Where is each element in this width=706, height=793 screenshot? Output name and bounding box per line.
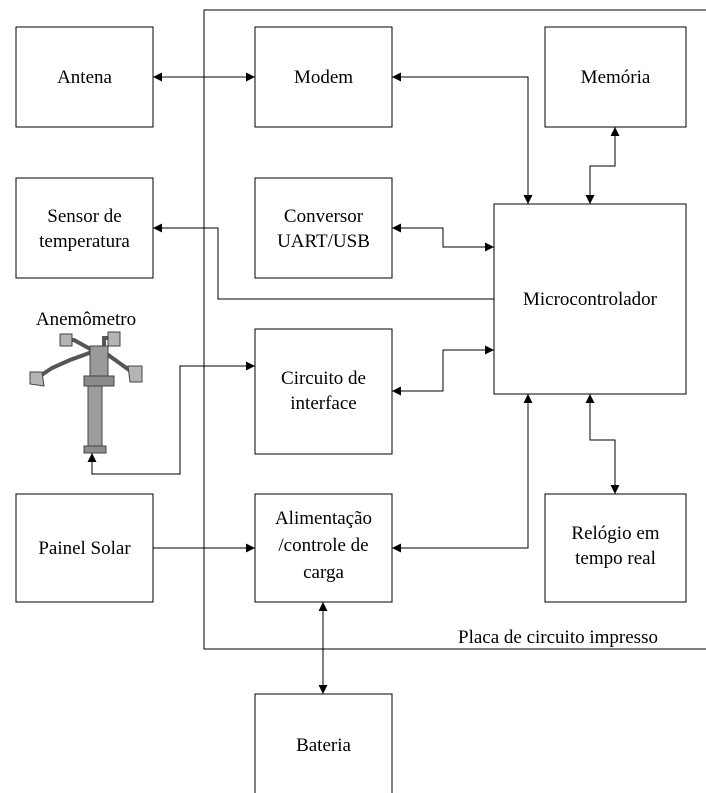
anemometer-icon bbox=[29, 331, 143, 454]
sensor-label-line2: temperatura bbox=[39, 231, 130, 252]
conversor-label-line2: UART/USB bbox=[277, 231, 370, 252]
conversor-label-line1: Conversor bbox=[284, 206, 364, 227]
sensor-temperatura-block: Sensor de temperatura bbox=[15, 177, 154, 279]
painel-label: Painel Solar bbox=[38, 538, 131, 559]
microcontrolador-block: Microcontrolador bbox=[493, 203, 687, 395]
relogio-block: Relógio em tempo real bbox=[544, 493, 687, 603]
alimentacao-label-line1: Alimentação bbox=[275, 508, 372, 529]
pcb-label: Placa de circuito impresso bbox=[458, 627, 658, 648]
circuito-label-line1: Circuito de bbox=[281, 368, 366, 389]
circuito-label-line2: interface bbox=[290, 393, 356, 414]
memoria-block: Memória bbox=[544, 26, 687, 128]
relogio-label-line1: Relógio em bbox=[571, 523, 659, 544]
memoria-label: Memória bbox=[581, 67, 651, 88]
anemometro-label: Anemômetro bbox=[36, 309, 136, 330]
antena-block: Antena bbox=[15, 26, 154, 128]
bateria-block: Bateria bbox=[254, 693, 393, 793]
modem-block: Modem bbox=[254, 26, 393, 128]
bateria-label: Bateria bbox=[296, 735, 351, 756]
painel-solar-block: Painel Solar bbox=[15, 493, 154, 603]
sensor-label-line1: Sensor de bbox=[47, 206, 121, 227]
modem-micro-link bbox=[392, 72, 533, 204]
memoria-micro-link bbox=[585, 127, 620, 204]
circuito-micro-link bbox=[392, 345, 494, 396]
modem-label: Modem bbox=[294, 67, 353, 88]
alimentacao-block: Alimentação /controle de carga bbox=[254, 493, 393, 603]
micro-sensor-link bbox=[153, 223, 494, 300]
micro-relogio-link bbox=[585, 394, 620, 494]
pcb-outline bbox=[203, 9, 706, 650]
relogio-label-line2: tempo real bbox=[575, 548, 656, 569]
microcontrolador-label: Microcontrolador bbox=[523, 289, 658, 310]
anemometro-circuito-link bbox=[87, 361, 255, 475]
antena-label: Antena bbox=[57, 67, 112, 88]
conversor-micro-link bbox=[392, 223, 494, 252]
alimentacao-label-line2: /controle de bbox=[278, 535, 368, 556]
micro-alimentacao-link bbox=[392, 394, 533, 553]
alimentacao-label-line3: carga bbox=[303, 562, 344, 583]
circuito-interface-block: Circuito de interface bbox=[254, 328, 393, 455]
conversor-block: Conversor UART/USB bbox=[254, 177, 393, 279]
